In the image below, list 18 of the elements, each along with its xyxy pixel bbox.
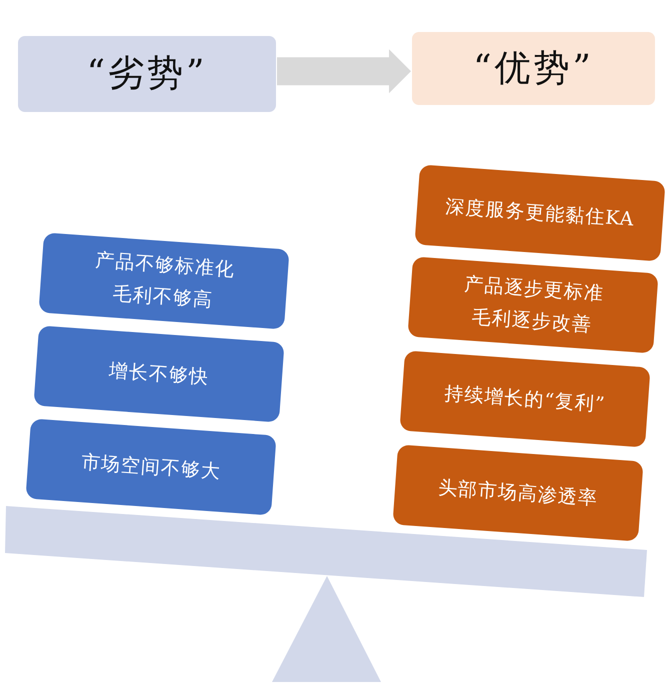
card-text: 毛利不够高: [112, 282, 214, 312]
arrow: [277, 49, 411, 94]
card-text: 市场空间不够大: [80, 450, 222, 484]
strength-header-box: [412, 32, 655, 105]
strength-card: [408, 256, 658, 354]
card-text: 深度服务更能黏住KA: [444, 195, 636, 231]
heading-text: “劣势”: [86, 52, 208, 96]
card-text: 产品不够标准化: [94, 248, 236, 282]
card-text: 产品逐步更标准: [463, 272, 605, 306]
strength-card: [400, 350, 650, 448]
card-text: 头部市场高渗透率: [437, 476, 599, 510]
weakness-header-box: [18, 36, 276, 112]
card-text: 增长不够快: [108, 359, 210, 389]
card-text: 持续增长的“复利”: [444, 382, 606, 416]
heading-text: “优势”: [473, 46, 594, 90]
weakness-card: [26, 418, 276, 516]
weakness-card: [34, 326, 284, 422]
card-text: 毛利逐步改善: [471, 305, 593, 336]
